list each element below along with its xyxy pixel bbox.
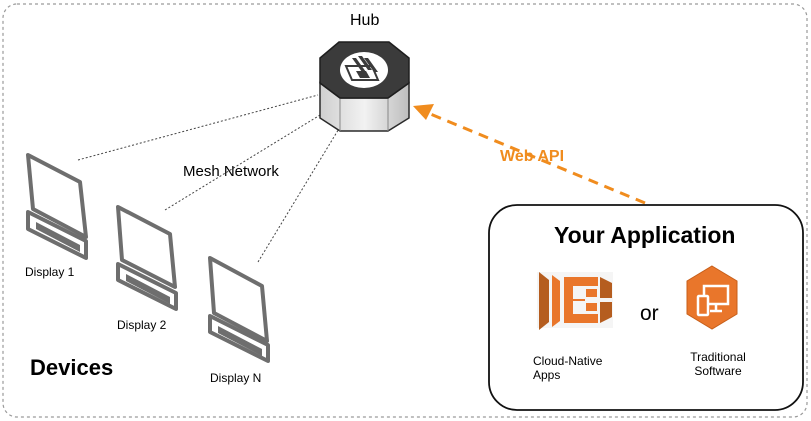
display-2-label: Display 2 [117,318,167,332]
cloud-native-label: Cloud-Native Apps [533,354,623,382]
system-boundary [2,3,808,418]
display-1-label: Display 1 [25,265,75,279]
mesh-link-display-1 [77,94,319,161]
desktop-devices-icon [686,265,738,330]
cloud-native-label-line2: Apps [533,368,561,382]
web-api-arrow [413,104,646,205]
mesh-link-display-2 [164,111,326,211]
container-service-icon [537,272,613,330]
mesh-link-display-n [257,126,341,263]
web-api-label: Web API [500,148,565,165]
hub-label: Hub [350,12,380,29]
devices-title: Devices [30,355,114,380]
cloud-native-label-line1: Cloud-Native [533,354,603,368]
mesh-links [77,94,341,263]
traditional-software-label-line2: Software [694,364,742,378]
traditional-software-label-line1: Traditional [690,350,746,364]
hub-icon [319,41,410,132]
mesh-network-label: Mesh Network [183,163,279,180]
application-box [488,204,804,411]
display-1-icon [26,153,88,260]
display-2-icon [116,205,178,311]
display-n-icon [208,256,270,363]
display-n-label: Display N [210,371,262,385]
or-separator: or [640,302,659,325]
traditional-software-label: Traditional Software [676,350,760,378]
application-title: Your Application [554,222,736,248]
